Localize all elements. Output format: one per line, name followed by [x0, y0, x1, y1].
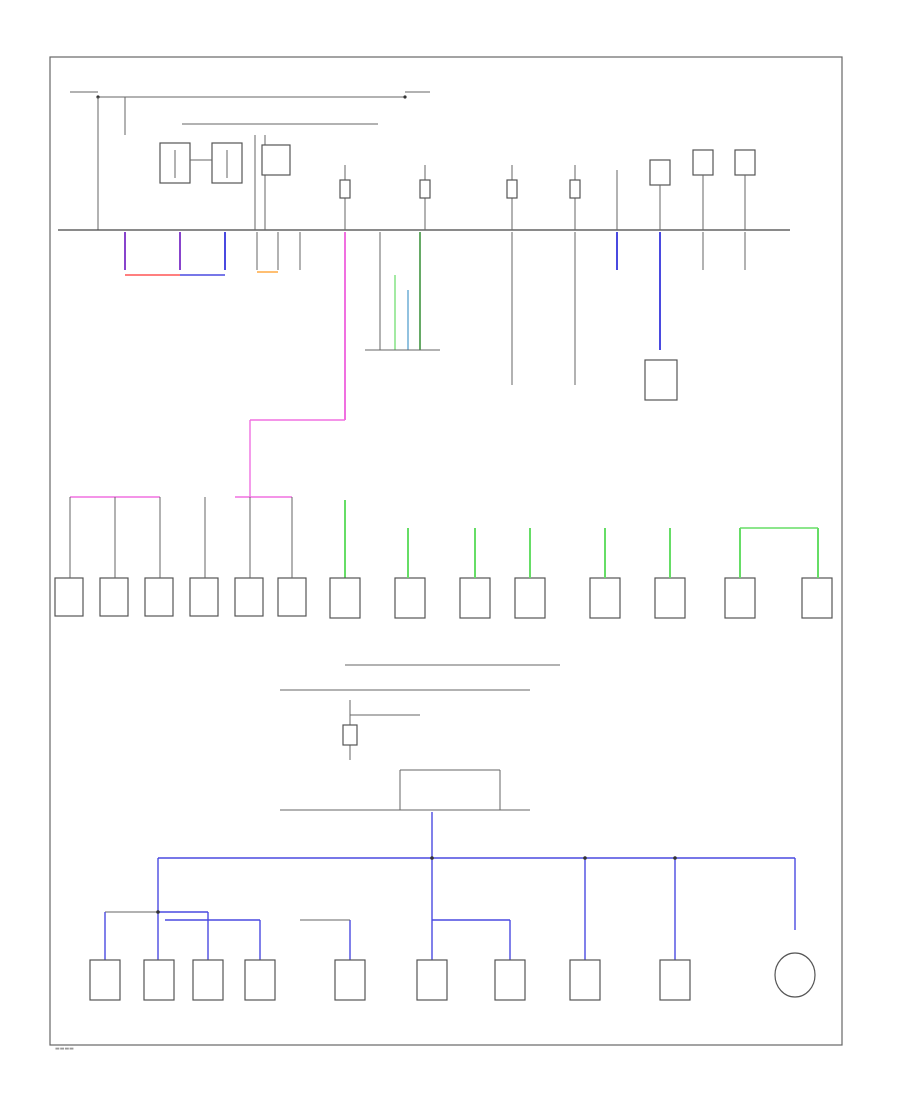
- diagram-corner-label: ▬▬▬▬: [55, 1046, 74, 1052]
- module-box: [644, 359, 678, 401]
- lower-section: [89, 689, 816, 1001]
- middle-section: [54, 419, 833, 666]
- top-fuse-section: [58, 91, 790, 231]
- bus-drops: [124, 232, 746, 420]
- diagram-frame: [49, 56, 843, 1046]
